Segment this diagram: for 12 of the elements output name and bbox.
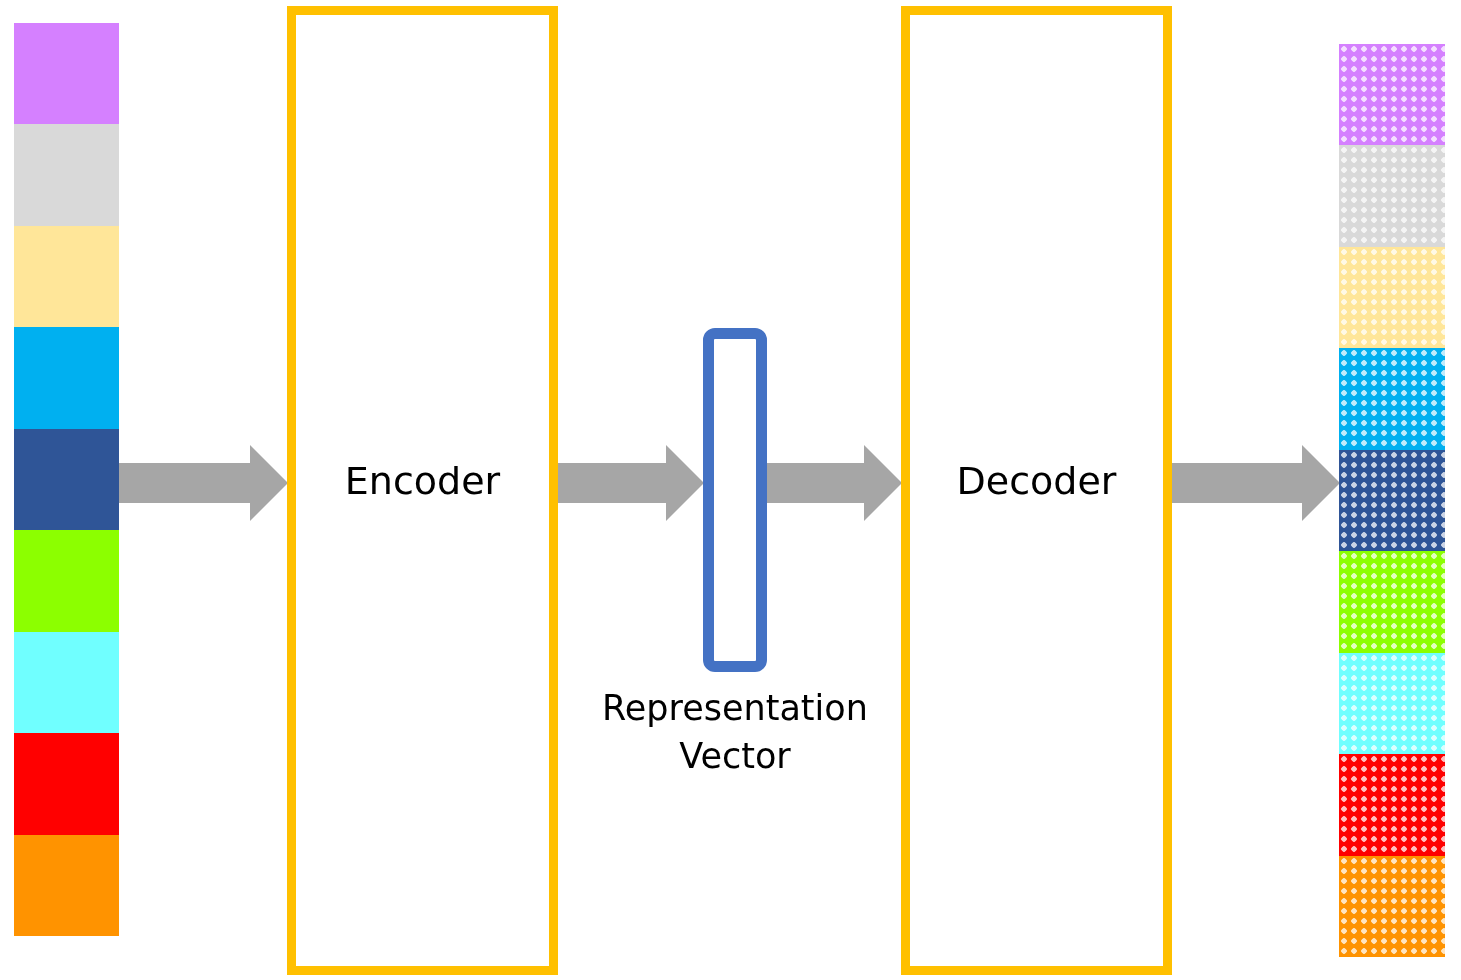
- vector-bar: [703, 328, 767, 672]
- process-box: [901, 6, 1172, 975]
- process-box: [287, 6, 558, 975]
- block-arrow: [558, 445, 704, 521]
- block-arrow: [767, 445, 902, 521]
- input-color-column: [14, 23, 119, 936]
- node-label: Encoder: [344, 458, 501, 503]
- block-arrow: [119, 445, 288, 521]
- node-label: Representation Vector: [601, 687, 869, 778]
- node-label: Decoder: [956, 458, 1117, 503]
- output-pattern-column: [1339, 44, 1445, 957]
- block-arrow: [1172, 445, 1340, 521]
